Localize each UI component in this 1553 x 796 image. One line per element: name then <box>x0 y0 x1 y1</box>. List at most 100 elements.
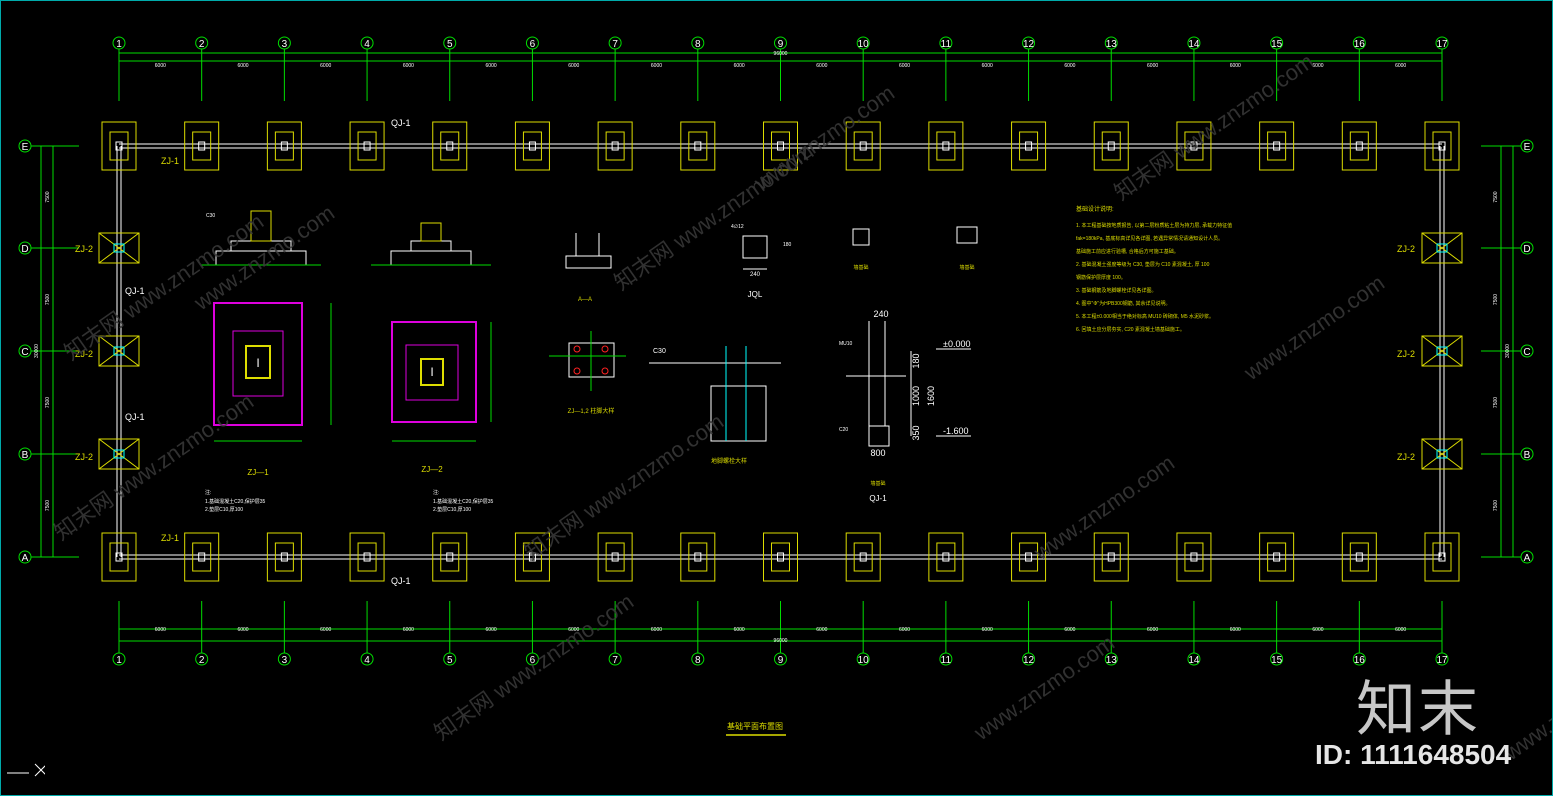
zj1-plan-label: ZJ—1 <box>247 468 269 477</box>
footing-inner <box>688 131 708 161</box>
column-base <box>694 552 702 562</box>
footing-inner <box>109 131 129 161</box>
small-wall-detail <box>956 226 978 244</box>
axis-label-top: 13 <box>1106 39 1118 50</box>
dim-total-right: 30000 <box>1505 344 1511 358</box>
footing-inner <box>192 131 212 161</box>
axis-label-bottom: 10 <box>858 655 870 666</box>
footing-outer <box>1259 121 1295 171</box>
bolt-hole <box>573 345 581 353</box>
wall-dim-180: 180 <box>911 353 921 368</box>
zj2-section-footing <box>390 250 472 266</box>
label-qj1-bottom: QJ-1 <box>391 576 411 586</box>
footing-inner <box>109 542 129 572</box>
side-column <box>1436 449 1448 459</box>
column-base <box>859 552 867 562</box>
axis-label-left: E <box>22 142 29 153</box>
zj2-plan-outer <box>391 321 477 423</box>
side-footing-outer <box>98 232 140 264</box>
column-base <box>859 141 867 151</box>
watermark-diagonal: www.znzmo.com <box>969 630 1119 746</box>
dim-text-top: 6000 <box>320 63 331 69</box>
side-footing-outer <box>1421 335 1463 367</box>
dim-text-bottom: 6000 <box>734 627 745 633</box>
footing-inner <box>771 542 790 572</box>
footing-outer <box>266 121 302 171</box>
footing-inner <box>1267 131 1287 161</box>
axis-label-top: 8 <box>695 39 701 50</box>
footing-inner <box>274 542 294 572</box>
axis-label-top: 14 <box>1188 39 1200 50</box>
footing-inner <box>357 542 377 572</box>
footing-outer <box>184 532 220 582</box>
axis-label-bottom: 3 <box>282 655 288 666</box>
side-column <box>1436 243 1448 253</box>
column-base <box>1025 552 1033 562</box>
wall-footing-title: 墙基础 <box>870 480 885 487</box>
axis-label-bottom: 7 <box>612 655 618 666</box>
zj2-section-pedestal <box>420 222 442 242</box>
footing-inner <box>522 131 542 161</box>
zj1-note-head: 注: <box>205 489 211 496</box>
dim-text-top: 6000 <box>734 63 745 69</box>
axis-label-top: 4 <box>364 39 370 50</box>
zj1-plan-outer <box>213 302 303 426</box>
notes-line: 3. 基础钢筋及地脚螺栓详见各详图。 <box>1076 287 1157 294</box>
side-footing-outer <box>1421 438 1463 470</box>
zj2-plan-inner <box>405 344 459 401</box>
footing-outer <box>763 532 798 582</box>
footing-outer <box>1424 532 1460 582</box>
axis-label-bottom: 5 <box>447 655 453 666</box>
column-base <box>198 552 206 562</box>
footing-inner <box>274 131 294 161</box>
dim-text-bottom: 6000 <box>237 627 248 633</box>
dim-text-bottom: 6000 <box>982 627 993 633</box>
jql-section <box>742 235 768 259</box>
axis-label-top: 10 <box>858 39 870 50</box>
side-footing-diag <box>98 335 140 367</box>
side-footing-diag <box>98 438 140 470</box>
column-base <box>1273 141 1281 151</box>
dim-text-top: 6000 <box>155 63 166 69</box>
small-wall-label: 墙基础 <box>959 264 974 271</box>
footing-inner <box>1432 131 1452 161</box>
footing-outer <box>1011 532 1047 582</box>
footing-inner <box>1432 542 1452 572</box>
axis-label-bottom: 13 <box>1106 655 1118 666</box>
axis-label-right: C <box>1523 347 1530 358</box>
notes-line: fak=180kPa, 基底标高详见各详图, 若遇异常情况请通知设计人员。 <box>1076 235 1223 242</box>
zj1-i-mark: I <box>256 356 259 370</box>
footing-inner <box>605 131 625 161</box>
axis-label-top: 2 <box>199 39 205 50</box>
dim-text-left: 7500 <box>45 397 51 408</box>
dim-text-bottom: 6000 <box>403 627 414 633</box>
column-base <box>528 141 536 151</box>
column-base <box>198 141 206 151</box>
column-base <box>1025 141 1033 151</box>
axis-label-bottom: 14 <box>1188 655 1200 666</box>
axis-label-right: A <box>1524 553 1531 564</box>
footing-inner <box>688 542 708 572</box>
column-base <box>115 552 123 562</box>
axis-label-left: D <box>21 244 28 255</box>
notes-line: 基础施工前应进行验槽, 合格后方可施工基础。 <box>1076 248 1179 255</box>
axis-label-top: 1 <box>116 39 122 50</box>
dim-text-bottom: 6000 <box>1147 627 1158 633</box>
footing-outer <box>514 121 550 171</box>
zj1-section-note: C30 <box>206 213 215 219</box>
dim-text-right: 7500 <box>1493 397 1499 408</box>
footing-outer <box>1424 121 1460 171</box>
dim-text-top: 6000 <box>1395 63 1406 69</box>
footing-outer <box>1341 532 1377 582</box>
axis-label-bottom: 12 <box>1023 655 1035 666</box>
axis-label-top: 3 <box>282 39 288 50</box>
label-zj2-d-right: ZJ-2 <box>1397 244 1415 254</box>
notes-line: 钢筋保护层厚度 100。 <box>1076 274 1126 281</box>
footing-inner <box>1349 131 1369 161</box>
dim-text-top: 6000 <box>651 63 662 69</box>
zj1-note-2: 2.垫层C10,厚100 <box>205 506 243 513</box>
axis-label-top: 12 <box>1023 39 1035 50</box>
dim-text-bottom: 6000 <box>1064 627 1075 633</box>
footing-outer <box>432 532 468 582</box>
zj1-section-pedestal <box>250 210 272 242</box>
